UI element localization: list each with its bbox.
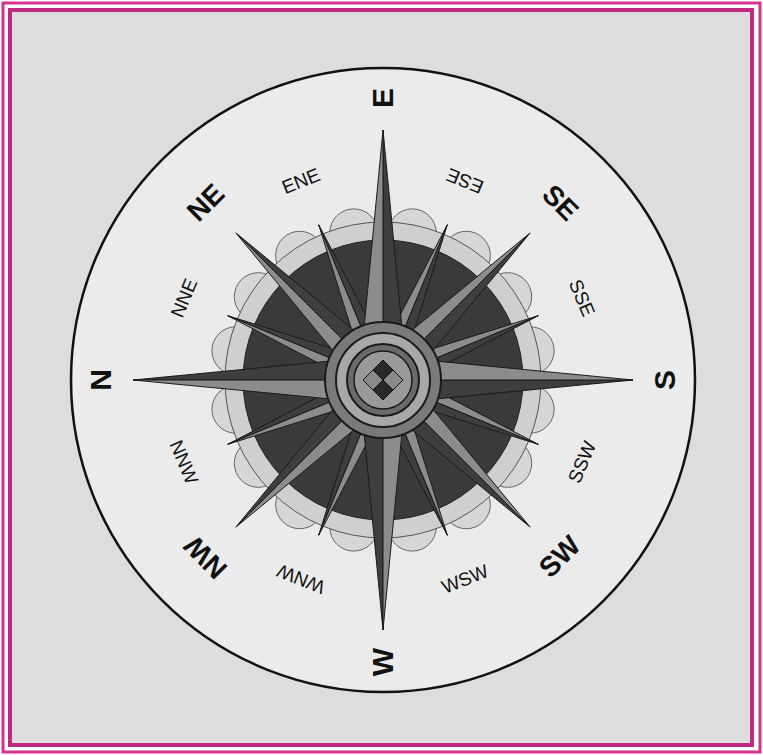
point-label: SSE bbox=[565, 277, 597, 319]
point-label: NNW bbox=[167, 438, 202, 487]
hub-diamond bbox=[363, 370, 383, 390]
cardinal-label: S bbox=[650, 370, 680, 390]
hub-ring bbox=[336, 333, 430, 427]
frame-outer bbox=[3, 3, 760, 752]
hub-ring bbox=[354, 351, 412, 409]
outer-circle bbox=[71, 68, 695, 692]
point-label: SSW bbox=[564, 439, 598, 486]
point-label: ESE bbox=[444, 165, 486, 197]
cardinal-label: W bbox=[368, 648, 398, 676]
point-label: ENE bbox=[279, 165, 322, 197]
cardinal-label: N bbox=[86, 369, 116, 391]
cardinal-label: SE bbox=[537, 180, 583, 226]
frame-inner bbox=[10, 10, 752, 745]
point-label: WNW bbox=[274, 561, 327, 597]
cardinal-label: E bbox=[368, 88, 398, 108]
point-label: WSW bbox=[439, 561, 491, 597]
cardinal-label: SW bbox=[534, 531, 586, 583]
cardinal-label: NE bbox=[183, 180, 230, 227]
hub-ring bbox=[325, 322, 441, 438]
star-group bbox=[133, 130, 633, 630]
point-label: NNE bbox=[168, 276, 201, 320]
hub-ring bbox=[347, 344, 419, 416]
cardinal-label: NW bbox=[180, 530, 233, 583]
